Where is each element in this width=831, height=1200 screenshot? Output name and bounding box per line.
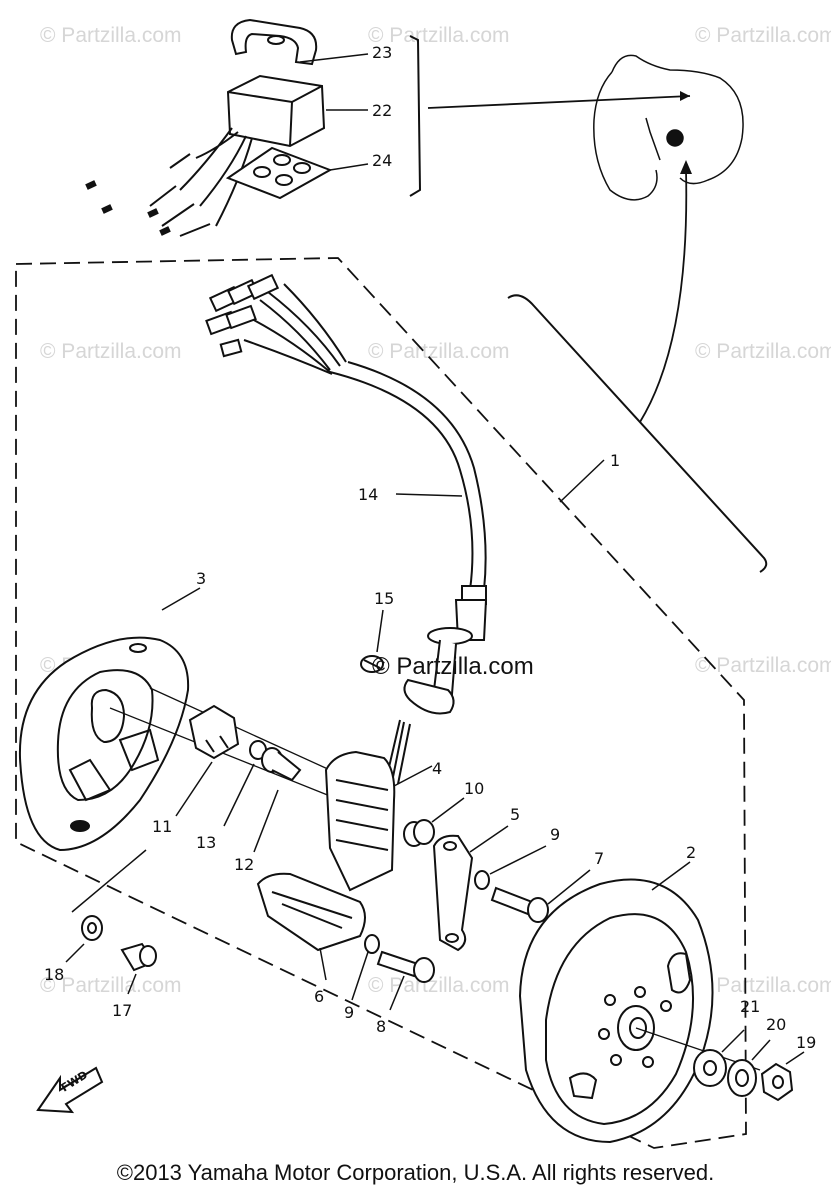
spacer-10	[403, 819, 435, 847]
point-set-11	[188, 704, 240, 760]
spring-washer-20	[727, 1059, 757, 1097]
callout-17: 17	[112, 1001, 132, 1020]
location-leader	[427, 95, 691, 109]
leader-line	[547, 869, 591, 905]
leader-line	[127, 973, 137, 995]
washer-9-lower	[364, 934, 380, 954]
callout-21: 21	[740, 997, 760, 1016]
screw-17	[120, 942, 157, 972]
copyright-notice: ©2013 Yamaha Motor Corporation, U.S.A. A…	[116, 1160, 715, 1185]
callout-14: 14	[358, 485, 378, 504]
callout-5: 5	[510, 805, 520, 824]
flywheel-rotor-2	[518, 878, 714, 1144]
leader-line	[175, 761, 213, 817]
callout-23: 23	[372, 43, 392, 62]
watermark: © Partzilla.com	[368, 24, 510, 47]
leader-line	[393, 765, 433, 787]
leader-line	[559, 459, 605, 503]
leader-line	[109, 707, 341, 801]
watermark: © Partzilla.com	[40, 974, 182, 997]
watermark: © Partzilla.com	[368, 340, 510, 363]
callout-15: 15	[374, 589, 394, 608]
washer-9	[474, 870, 490, 890]
coil-4	[324, 750, 396, 892]
leader-line	[351, 951, 369, 1001]
assembly-outline	[15, 257, 747, 1149]
callout-3: 3	[196, 569, 206, 588]
harness-connectors	[205, 273, 280, 358]
leader-line	[253, 789, 279, 853]
leader-line	[651, 861, 691, 891]
callout-24: 24	[372, 151, 392, 170]
callout-22: 22	[372, 101, 392, 120]
arrowhead-icon	[680, 160, 692, 174]
coil-6	[256, 872, 366, 952]
leader-line	[329, 163, 369, 171]
arrowhead-icon	[680, 91, 690, 101]
callout-1: 1	[610, 451, 620, 470]
wire-harness	[243, 283, 487, 605]
stator-plate	[18, 636, 190, 852]
leader-line	[395, 493, 463, 497]
callout-10: 10	[464, 779, 484, 798]
callout-2: 2	[686, 843, 696, 862]
leader-line	[299, 53, 369, 63]
leader-line	[376, 609, 384, 653]
leader-line	[751, 1039, 771, 1061]
callout-13: 13	[196, 833, 216, 852]
screw-12	[261, 747, 302, 782]
callout-20: 20	[766, 1015, 786, 1034]
washer-18	[81, 915, 103, 941]
leader-line	[431, 797, 465, 823]
cdi-unit	[149, 18, 333, 237]
leader-line	[489, 845, 547, 875]
watermark: © Partzilla.com	[368, 974, 510, 997]
leader-line	[721, 1029, 745, 1053]
leader-line	[65, 943, 85, 963]
callout-7: 7	[594, 849, 604, 868]
cdi-terminals	[85, 180, 171, 236]
washer-21	[693, 1049, 727, 1087]
screw-7	[490, 886, 549, 923]
location-leader	[639, 169, 688, 423]
grommet-clamp	[385, 599, 488, 785]
callout-9: 9	[550, 825, 560, 844]
center-watermark: © Partzilla.com	[372, 653, 534, 680]
callout-18: 18	[44, 965, 64, 984]
leader-line	[71, 849, 147, 913]
callout-9: 9	[344, 1003, 354, 1022]
screw-15	[360, 655, 384, 673]
callout-19: 19	[796, 1033, 816, 1052]
leader-line	[389, 975, 405, 1011]
watermark: © Partzilla.com	[695, 654, 831, 677]
screw-8	[376, 950, 435, 983]
leader-line	[469, 825, 509, 853]
watermark: © Partzilla.com	[40, 340, 182, 363]
assembly-bracket	[507, 294, 768, 573]
callout-11: 11	[152, 817, 172, 836]
nut-19	[760, 1062, 794, 1102]
leader-line	[149, 687, 331, 771]
group-bracket	[409, 35, 422, 197]
bracket-5	[432, 834, 474, 952]
callouts: 1 2 3 4 5 6 7 8 9 9 10 11 12 13 14 15 17…	[44, 43, 816, 1052]
watermark: © Partzilla.com	[695, 24, 831, 47]
leader-line	[319, 947, 327, 981]
location-silhouette	[593, 54, 744, 201]
watermark: © Partzilla.com	[40, 24, 182, 47]
callout-6: 6	[314, 987, 324, 1006]
leader-line	[785, 1051, 805, 1065]
callout-4: 4	[432, 759, 442, 778]
watermark: © Partzilla.com	[695, 974, 831, 997]
leader-line	[161, 587, 201, 611]
leader-line	[223, 763, 255, 827]
watermark: © Partzilla.com	[695, 340, 831, 363]
callout-12: 12	[234, 855, 254, 874]
fwd-arrow-icon: FWD	[36, 1066, 104, 1114]
callout-8: 8	[376, 1017, 386, 1036]
